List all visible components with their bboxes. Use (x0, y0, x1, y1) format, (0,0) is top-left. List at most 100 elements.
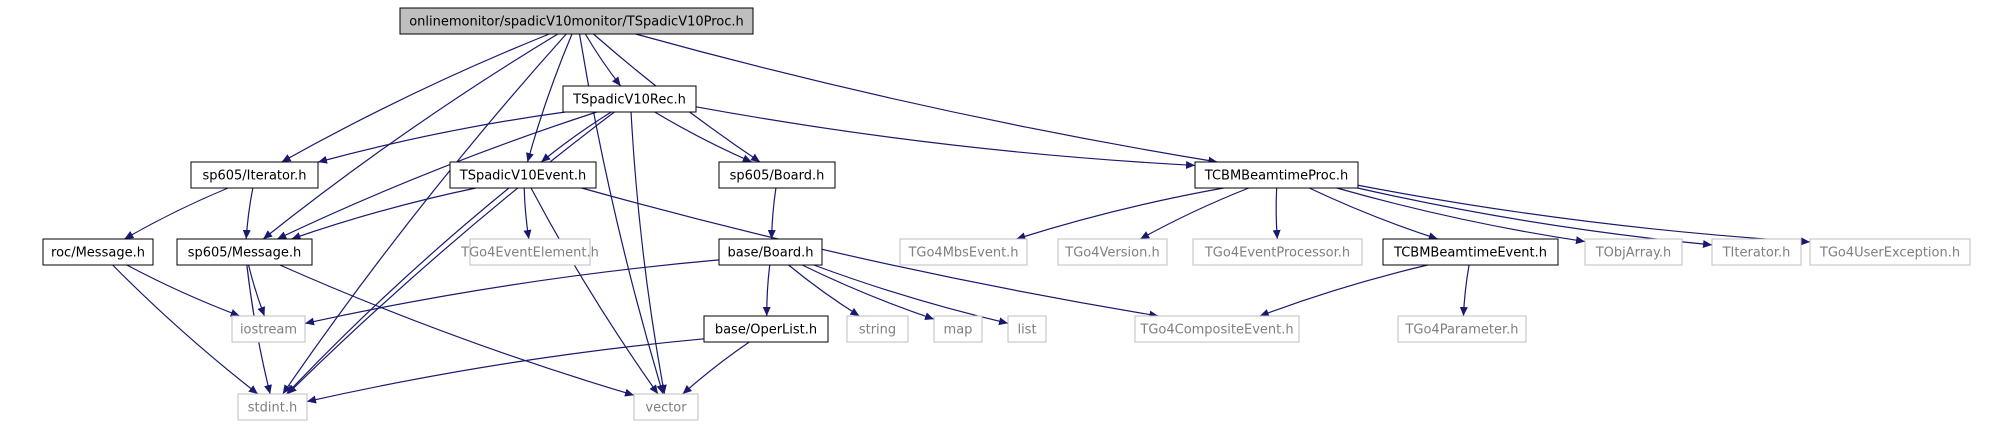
node-board-label: sp605/Board.h (730, 169, 825, 184)
node-userexc-box (1809, 238, 1971, 266)
edge-beamevent-to-compevent (1259, 264, 1428, 317)
node-spmsg-label: sp605/Message.h (188, 246, 302, 261)
node-iostream[interactable]: iostream (231, 315, 306, 343)
edge-root-to-vector (578, 33, 665, 395)
node-operlist-box (703, 315, 829, 343)
node-event[interactable]: TSpadicV10Event.h (449, 161, 597, 189)
edge-root-to-iterator (281, 33, 550, 163)
node-map-label: map (944, 323, 973, 338)
edge-baseboard-to-iostream (304, 259, 720, 326)
node-objarray-label: TObjArray.h (1595, 246, 1672, 261)
node-compevent[interactable]: TGo4CompositeEvent.h (1134, 315, 1300, 343)
node-rec-label: TSpadicV10Rec.h (572, 93, 686, 108)
edge-rec-to-beamproc (695, 106, 1196, 169)
node-objarray-box (1584, 238, 1683, 266)
node-baseboard-box (718, 238, 823, 266)
nodes-layer: onlinemonitor/spadicV10monitor/TSpadicV1… (42, 7, 1971, 421)
node-operlist-label: base/OperList.h (715, 323, 817, 338)
node-param-box (1397, 315, 1527, 343)
edge-beamevent-to-param (1459, 264, 1470, 317)
node-map[interactable]: map (933, 315, 983, 343)
node-evproc[interactable]: TGo4EventProcessor.h (1192, 238, 1363, 266)
edge-beamproc-to-version (1139, 187, 1250, 240)
edge-baseboard-to-operlist (762, 264, 771, 317)
node-beamevent[interactable]: TCBMBeamtimeEvent.h (1382, 238, 1559, 266)
edge-root-to-rec (584, 33, 622, 87)
edge-rocmsg-to-stdint (112, 264, 259, 395)
edge-board-to-baseboard (767, 187, 777, 240)
edge-baseboard-to-map (801, 264, 935, 321)
edge-spmsg-to-vector (279, 264, 635, 397)
node-beamproc-box (1194, 161, 1359, 189)
node-rec-box (562, 85, 697, 113)
node-beamproc[interactable]: TCBMBeamtimeProc.h (1194, 161, 1359, 189)
edge-iterator-to-rocmsg (124, 187, 229, 240)
edge-rec-to-board (654, 111, 753, 163)
node-objarray[interactable]: TObjArray.h (1584, 238, 1683, 266)
node-stdint[interactable]: stdint.h (237, 393, 308, 421)
edge-event-to-evelem (523, 187, 532, 240)
node-list[interactable]: list (1007, 315, 1047, 343)
edge-rec-to-spmsg (276, 111, 597, 240)
node-list-box (1007, 315, 1047, 343)
node-map-box (933, 315, 983, 343)
edge-baseboard-to-string (788, 264, 860, 317)
node-string-label: string (859, 323, 896, 338)
node-board-box (718, 161, 836, 189)
node-mbsevent-box (899, 238, 1028, 266)
node-string-box (846, 315, 909, 343)
node-baseboard[interactable]: base/Board.h (718, 238, 823, 266)
edge-root-to-beamproc (635, 33, 1218, 165)
edge-event-to-stdint (286, 187, 510, 395)
node-root[interactable]: onlinemonitor/spadicV10monitor/TSpadicV1… (399, 7, 754, 35)
node-titerator[interactable]: TIterator.h (1711, 238, 1802, 266)
node-iterator[interactable]: sp605/Iterator.h (190, 161, 319, 189)
edge-operlist-to-stdint (306, 338, 705, 404)
node-compevent-box (1134, 315, 1300, 343)
node-vector[interactable]: vector (633, 393, 699, 421)
node-operlist[interactable]: base/OperList.h (703, 315, 829, 343)
node-spmsg-box (176, 238, 313, 266)
node-iostream-label: iostream (240, 323, 297, 338)
edge-rec-to-iterator (317, 111, 566, 164)
node-rec[interactable]: TSpadicV10Rec.h (562, 85, 697, 113)
edge-rec-to-stdint (287, 111, 615, 395)
edge-beamproc-to-titerator (1357, 187, 1713, 248)
node-evelem-label: TGo4EventElement.h (460, 246, 599, 261)
node-mbsevent[interactable]: TGo4MbsEvent.h (899, 238, 1028, 266)
node-iterator-box (190, 161, 319, 189)
node-beamevent-box (1382, 238, 1559, 266)
node-stdint-box (237, 393, 308, 421)
edge-event-to-spmsg (291, 187, 477, 240)
node-stdint-label: stdint.h (248, 401, 297, 416)
node-evproc-box (1192, 238, 1363, 266)
node-userexc[interactable]: TGo4UserException.h (1809, 238, 1971, 266)
edge-operlist-to-vector (682, 341, 750, 395)
edge-event-to-vector (530, 187, 659, 395)
node-version[interactable]: TGo4Version.h (1057, 238, 1168, 266)
node-evelem[interactable]: TGo4EventElement.h (460, 238, 599, 266)
edge-baseboard-to-list (813, 264, 1009, 326)
edge-beamproc-to-beamevent (1308, 187, 1438, 241)
node-beamevent-label: TCBMBeamtimeEvent.h (1393, 246, 1547, 261)
edge-rec-to-event (540, 111, 612, 163)
edge-beamproc-to-userexc (1357, 184, 1811, 246)
edge-beamproc-to-evproc (1272, 187, 1281, 240)
edge-beamproc-to-objarray (1336, 187, 1586, 245)
node-rocmsg[interactable]: roc/Message.h (42, 238, 154, 266)
node-rocmsg-box (42, 238, 154, 266)
edge-event-to-compevent (581, 187, 1159, 319)
node-beamproc-label: TCBMBeamtimeProc.h (1204, 169, 1348, 184)
node-iostream-box (231, 315, 306, 343)
edge-rocmsg-to-iostream (126, 264, 240, 317)
node-rocmsg-label: roc/Message.h (51, 246, 145, 261)
edge-root-to-event (526, 33, 573, 163)
node-string[interactable]: string (846, 315, 909, 343)
node-event-label: TSpadicV10Event.h (459, 169, 586, 184)
node-titerator-box (1711, 238, 1802, 266)
node-param[interactable]: TGo4Parameter.h (1397, 315, 1527, 343)
node-spmsg[interactable]: sp605/Message.h (176, 238, 313, 266)
node-version-box (1057, 238, 1168, 266)
node-board[interactable]: sp605/Board.h (718, 161, 836, 189)
